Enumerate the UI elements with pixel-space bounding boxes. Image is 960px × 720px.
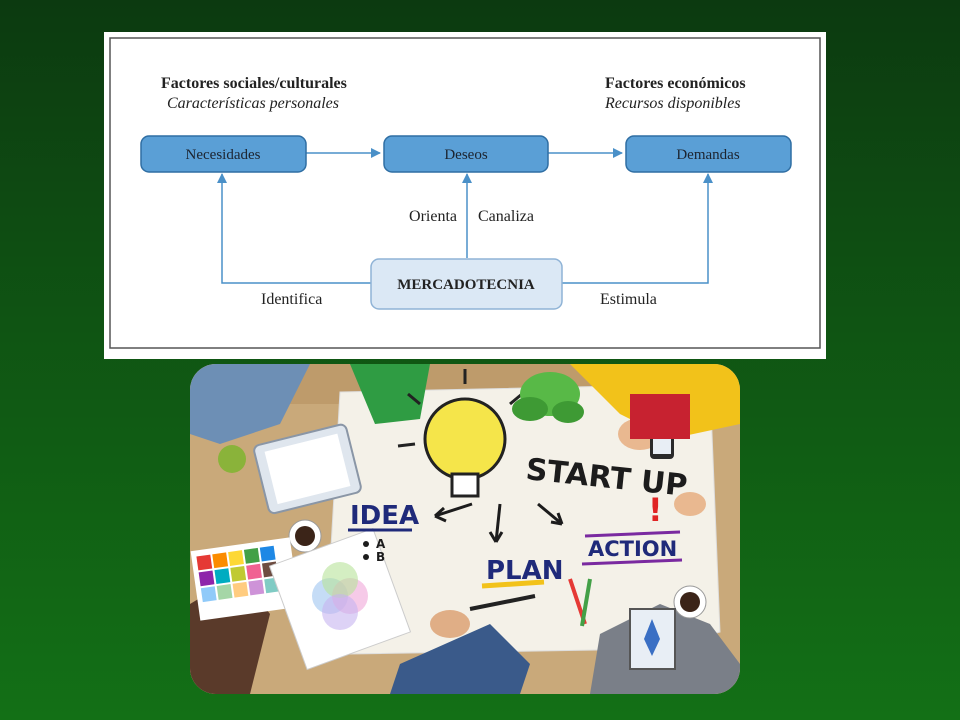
marketing-diagram-panel: Factores sociales/culturales Característ… [104, 32, 826, 359]
coffee-cup-icon [288, 519, 707, 619]
word-idea: IDEA [350, 501, 419, 531]
person-green-shirt [350, 364, 430, 424]
edge-label-orienta: Orienta [409, 208, 457, 225]
word-exclaim: ! [648, 491, 663, 529]
light-bulb-icon [397, 369, 523, 498]
edge-label-canaliza: Canaliza [478, 208, 534, 225]
node-necesidades: Necesidades [140, 135, 307, 173]
apple [218, 445, 246, 473]
person-bottom-center [390, 624, 530, 694]
edge-label-estimula: Estimula [600, 291, 657, 308]
left-header-subtitle: Características personales [167, 95, 339, 112]
node-mercadotecnia: MERCADOTECNIA [370, 258, 563, 310]
word-idea-a: A [376, 537, 386, 551]
arrow-mercadotecnia-to-demandas [562, 173, 713, 284]
marketing-flow-diagram: Factores sociales/culturales Característ… [109, 37, 821, 349]
left-header-title: Factores sociales/culturales [161, 75, 347, 92]
word-idea-b: B [376, 550, 385, 564]
rocket-icon [629, 608, 676, 670]
tablet-icon [253, 423, 362, 515]
person-top-left [190, 364, 310, 444]
color-palette-icon [190, 537, 300, 621]
startup-scene: START UP ! IDEA A B ACTION PLAN [190, 364, 740, 694]
startup-illustration-photo: START UP ! IDEA A B ACTION PLAN [190, 364, 740, 694]
plant-icon [512, 372, 584, 423]
node-necesidades-label: Necesidades [186, 147, 261, 163]
red-notebook [630, 394, 690, 439]
word-action: ACTION [588, 537, 677, 561]
right-header-title: Factores económicos [605, 75, 746, 92]
arrow-mercadotecnia-to-necesidades [217, 173, 371, 284]
diagram-border [109, 37, 821, 349]
node-mercadotecnia-label: MERCADOTECNIA [397, 277, 535, 293]
venn-diagram-icon [268, 527, 412, 671]
node-demandas: Demandas [625, 135, 792, 173]
edge-label-identifica: Identifica [261, 291, 322, 308]
right-header-subtitle: Recursos disponibles [604, 95, 741, 112]
node-deseos-label: Deseos [444, 147, 487, 163]
node-deseos: Deseos [383, 135, 549, 173]
node-demandas-label: Demandas [676, 147, 739, 163]
